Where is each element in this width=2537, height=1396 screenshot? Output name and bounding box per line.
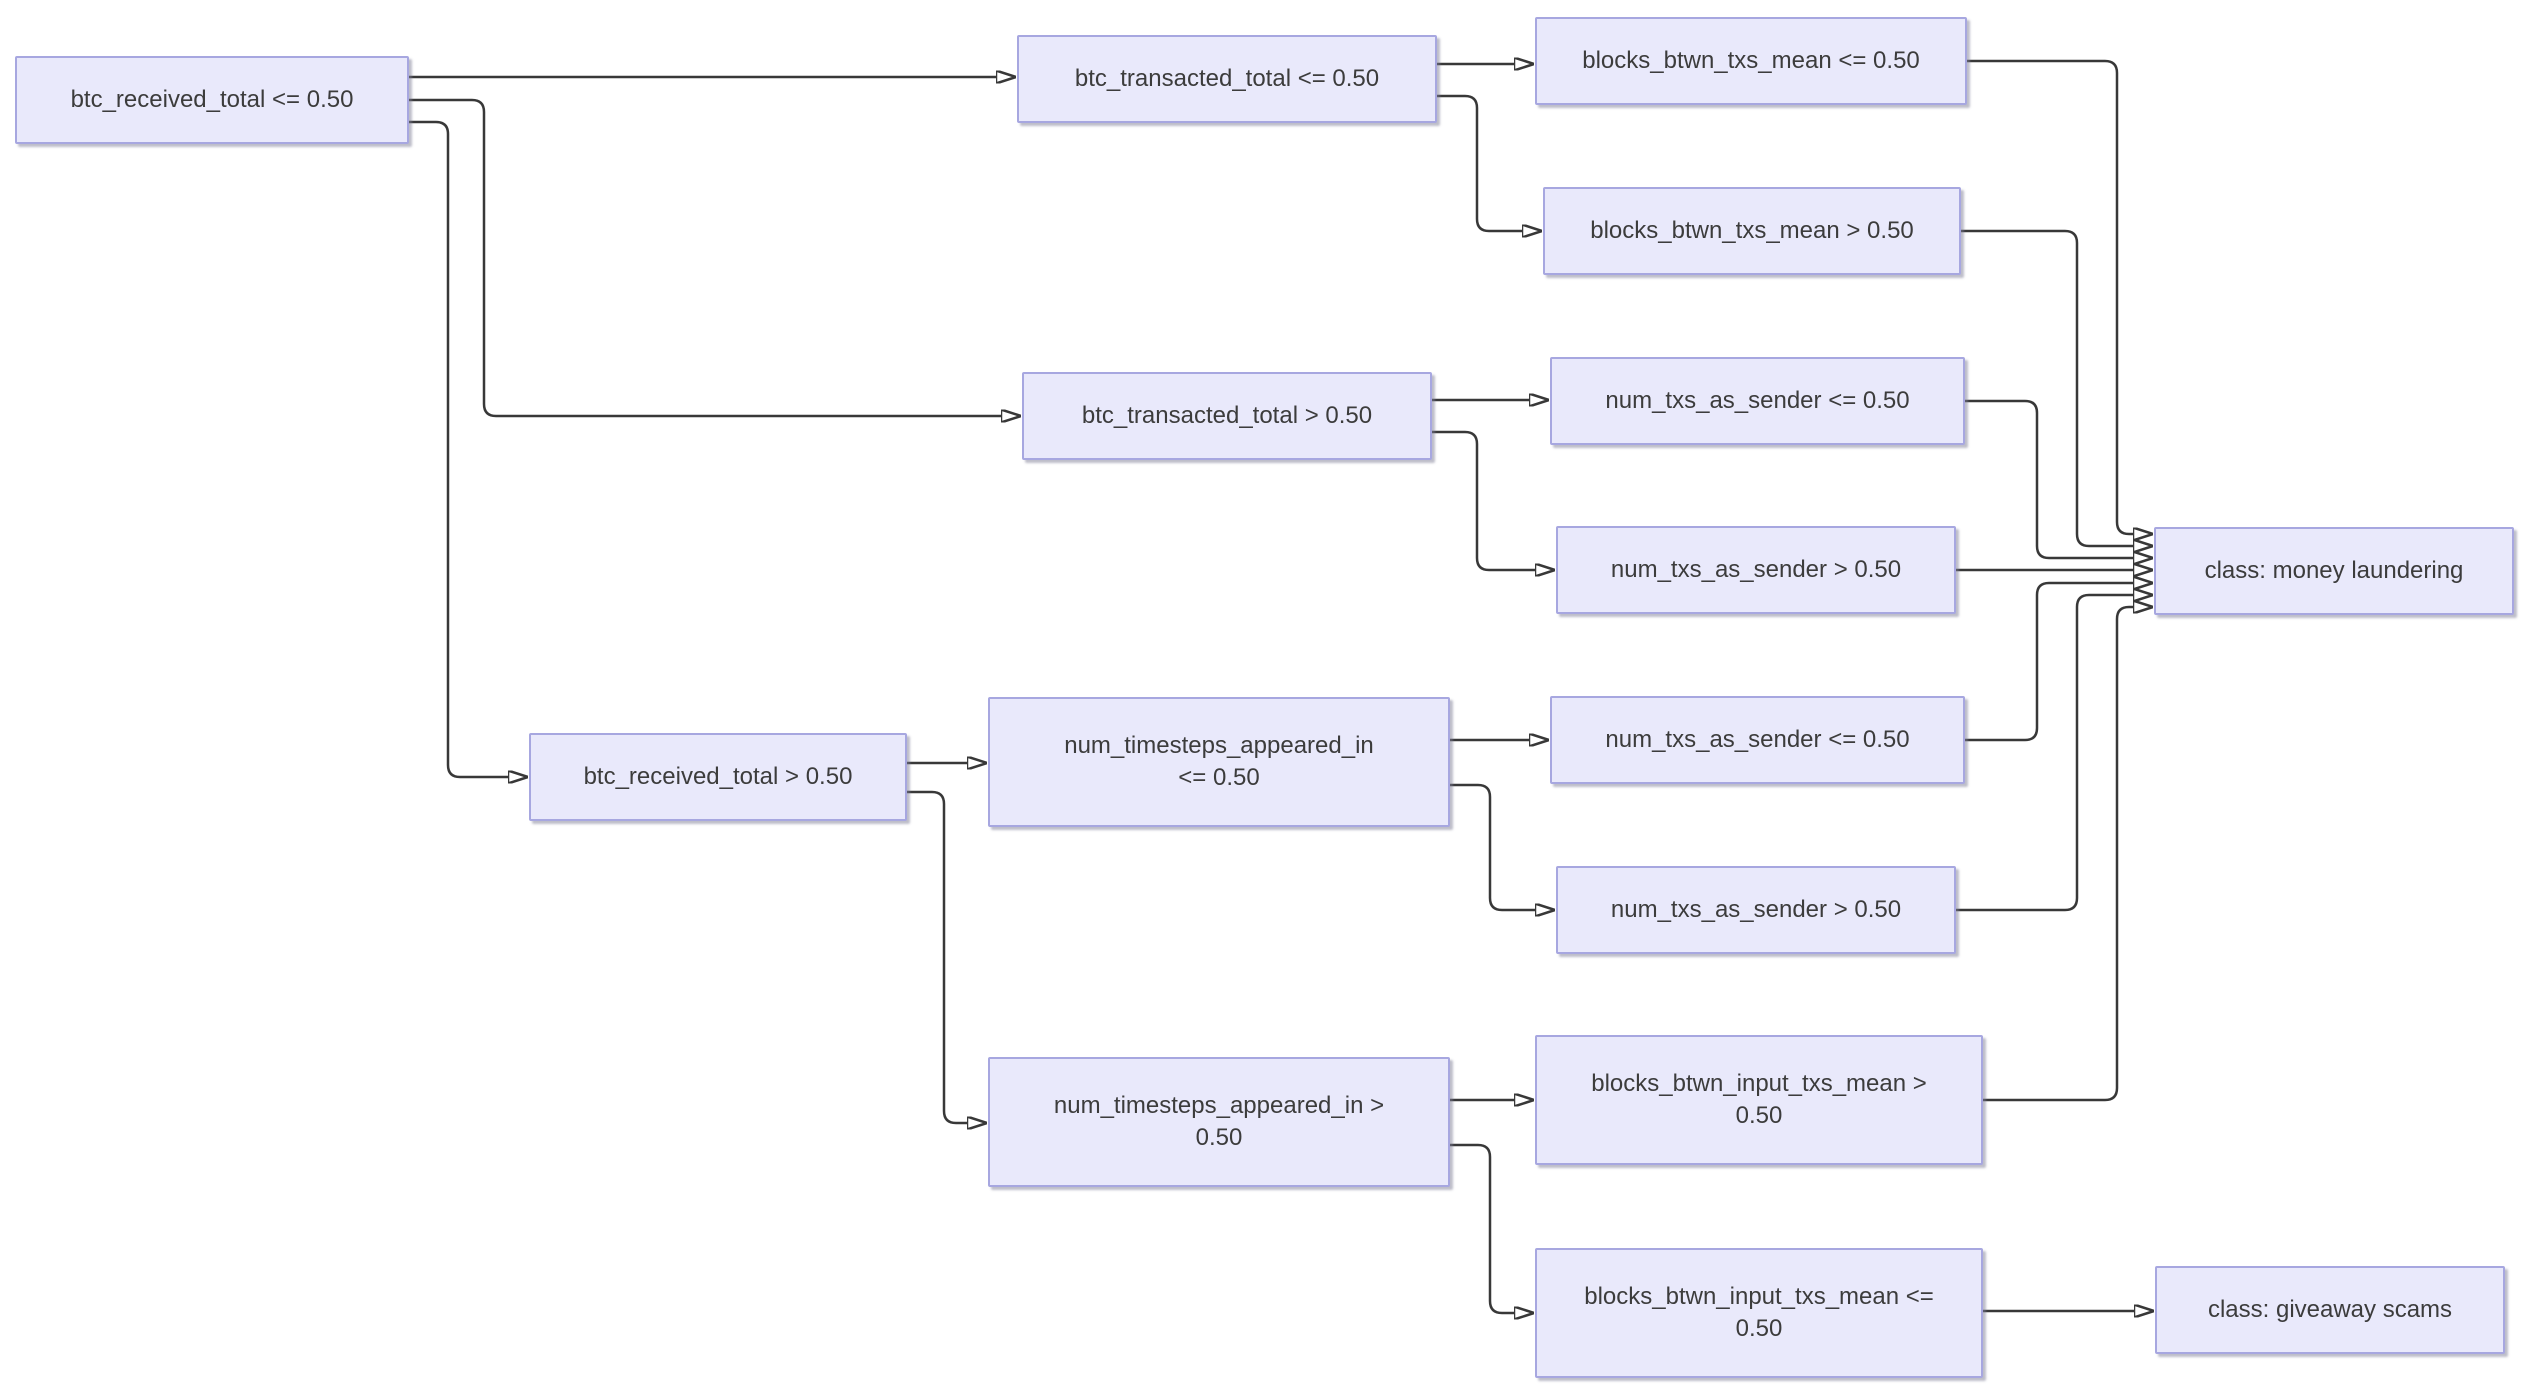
node-label: btc_transacted_total > 0.50 [1081, 401, 1373, 429]
edge [1432, 430, 1536, 570]
edge [1450, 783, 1536, 910]
tree-node-num-txs-sender-le-2: num_txs_as_sender <= 0.50 [1550, 696, 1965, 784]
node-label: blocks_btwn_input_txs_mean <= 0.50 [1584, 1282, 1934, 1342]
node-label: num_txs_as_sender > 0.50 [1610, 555, 1902, 583]
edge [1967, 59, 2134, 534]
node-label: num_timesteps_appeared_in <= 0.50 [1064, 731, 1374, 791]
edge [1961, 229, 2134, 546]
edge [1965, 399, 2134, 558]
tree-node-blocks-btwn-txs-mean-le: blocks_btwn_txs_mean <= 0.50 [1535, 17, 1967, 105]
node-label: btc_received_total > 0.50 [583, 762, 853, 790]
edge [1437, 94, 1523, 231]
tree-node-num-timesteps-gt: num_timesteps_appeared_in > 0.50 [988, 1057, 1450, 1187]
edge [1956, 595, 2134, 912]
node-label: blocks_btwn_input_txs_mean > 0.50 [1591, 1069, 1927, 1129]
tree-node-class-money-laundering: class: money laundering [2154, 527, 2514, 615]
node-label: blocks_btwn_txs_mean > 0.50 [1590, 216, 1914, 244]
tree-node-blocks-btwn-txs-mean-gt: blocks_btwn_txs_mean > 0.50 [1543, 187, 1961, 275]
tree-node-root: btc_received_total <= 0.50 [15, 56, 409, 144]
tree-node-btc-transacted-gt: btc_transacted_total > 0.50 [1022, 372, 1432, 460]
tree-node-blocks-btwn-input-gt: blocks_btwn_input_txs_mean > 0.50 [1535, 1035, 1983, 1165]
node-label: num_txs_as_sender <= 0.50 [1605, 386, 1910, 414]
node-label: num_txs_as_sender <= 0.50 [1605, 725, 1910, 753]
tree-node-num-txs-sender-gt-1: num_txs_as_sender > 0.50 [1556, 526, 1956, 614]
node-label: class: money laundering [2204, 556, 2464, 584]
edge [1983, 607, 2134, 1102]
edge [409, 120, 509, 777]
tree-node-btc-transacted-le: btc_transacted_total <= 0.50 [1017, 35, 1437, 123]
tree-node-num-txs-sender-gt-2: num_txs_as_sender > 0.50 [1556, 866, 1956, 954]
node-label: num_timesteps_appeared_in > 0.50 [1053, 1091, 1385, 1151]
tree-node-num-timesteps-le: num_timesteps_appeared_in <= 0.50 [988, 697, 1450, 827]
node-label: btc_transacted_total <= 0.50 [1074, 64, 1380, 92]
node-label: num_txs_as_sender > 0.50 [1610, 895, 1902, 923]
node-label: class: giveaway scams [2207, 1295, 2453, 1323]
tree-node-btc-received-gt: btc_received_total > 0.50 [529, 733, 907, 821]
edge [1965, 583, 2134, 742]
edge [1450, 1143, 1515, 1313]
tree-node-blocks-btwn-input-le: blocks_btwn_input_txs_mean <= 0.50 [1535, 1248, 1983, 1378]
edge [409, 98, 1002, 416]
node-label: btc_received_total <= 0.50 [70, 85, 354, 113]
node-label: blocks_btwn_txs_mean <= 0.50 [1582, 46, 1920, 74]
edge [907, 790, 968, 1123]
tree-node-num-txs-sender-le-1: num_txs_as_sender <= 0.50 [1550, 357, 1965, 445]
tree-node-class-giveaway-scams: class: giveaway scams [2155, 1266, 2505, 1354]
